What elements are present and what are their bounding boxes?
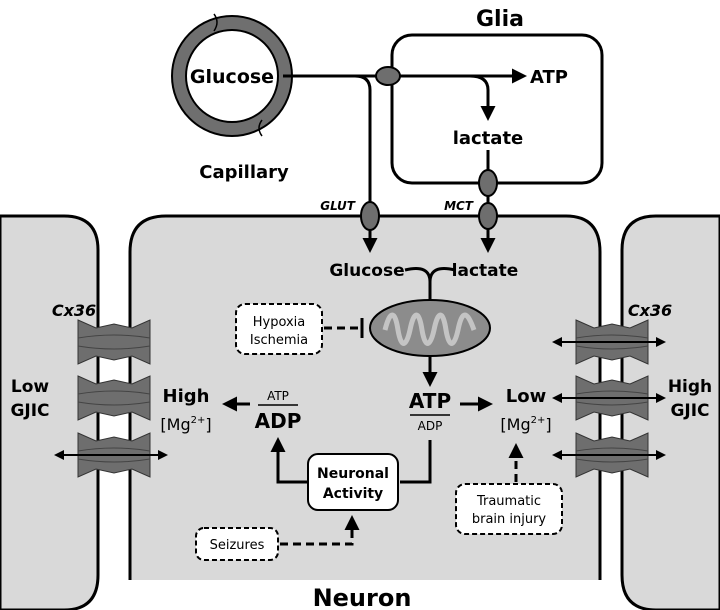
tbi-line1-label: Traumatic [476,494,541,509]
hypoxia-ischemia-box [235,303,323,355]
glia-label: Glia [476,7,524,32]
glut-label: GLUT [320,199,356,213]
left-connexon-1 [77,319,151,365]
left-connexon-2 [77,375,151,421]
right-gap-junctions [552,319,666,478]
low-mg-label: Low [506,386,546,407]
tbi-box [455,483,563,535]
neuronal-label: Neuronal [317,466,389,482]
cx36-left-label: Cx36 [52,301,96,320]
high-mg-charge: 2+ [191,415,206,426]
high-gjic-label: High [668,377,712,397]
glia-to-lactate-arrow [469,74,496,121]
ratio-right-atp: ATP [409,389,451,413]
low-gjic-sub-label: GJIC [10,401,49,421]
left-neighbor-cell [0,214,100,610]
ratio-left-atp: ATP [267,389,289,403]
neuron-lactate-label: lactate [452,261,519,281]
glia-lactate-label: lactate [453,128,524,149]
glia-cell [390,33,604,185]
mct-label: MCT [444,199,474,213]
glut-transporter [360,201,380,231]
substrate-to-mito-bracket [404,267,456,300]
neuron-glucose-label: Glucose [329,261,404,281]
low-mg-open: [Mg [500,415,530,434]
low-mg-charge: 2+ [531,415,546,426]
capillary [171,13,293,137]
hypoxia-label: Hypoxia [253,315,306,330]
seizures-box [195,527,279,561]
neuronal-activity-box [307,453,399,511]
ischemia-label: Ischemia [250,333,308,348]
tbi-line2-label: brain injury [472,512,547,527]
activity-consumption-path [278,440,432,484]
glia-glucose-transporter [375,66,401,86]
high-mg-ion: [Mg2+] [160,415,211,434]
high-mg-close: ] [205,415,211,434]
high-mg-label: High [163,386,210,407]
mct-transporter-glia [478,169,498,197]
ratio-right-adp: ADP [418,419,443,433]
neuron-label: Neuron [313,584,412,610]
glucose-to-neuron-arrow [283,74,378,253]
activity-label: Activity [323,486,383,502]
low-mg-ion: [Mg2+] [500,415,551,434]
seizures-label: Seizures [210,538,265,553]
seizures-arrow [280,515,360,546]
mitochondrion [369,299,491,357]
low-mg-close: ] [545,415,551,434]
low-gjic-label: Low [11,377,50,397]
left-gap-junctions [54,319,168,478]
capillary-glucose-label: Glucose [190,66,274,88]
mct-transporter-neuron [478,202,498,230]
glia-atp-label: ATP [530,67,568,88]
right-neighbor-cell [620,214,720,610]
ratio-left-adp: ADP [255,409,302,433]
capillary-label: Capillary [199,162,289,183]
cx36-right-label: Cx36 [628,301,672,320]
high-gjic-sub-label: GJIC [670,401,709,421]
high-mg-open: [Mg [160,415,190,434]
